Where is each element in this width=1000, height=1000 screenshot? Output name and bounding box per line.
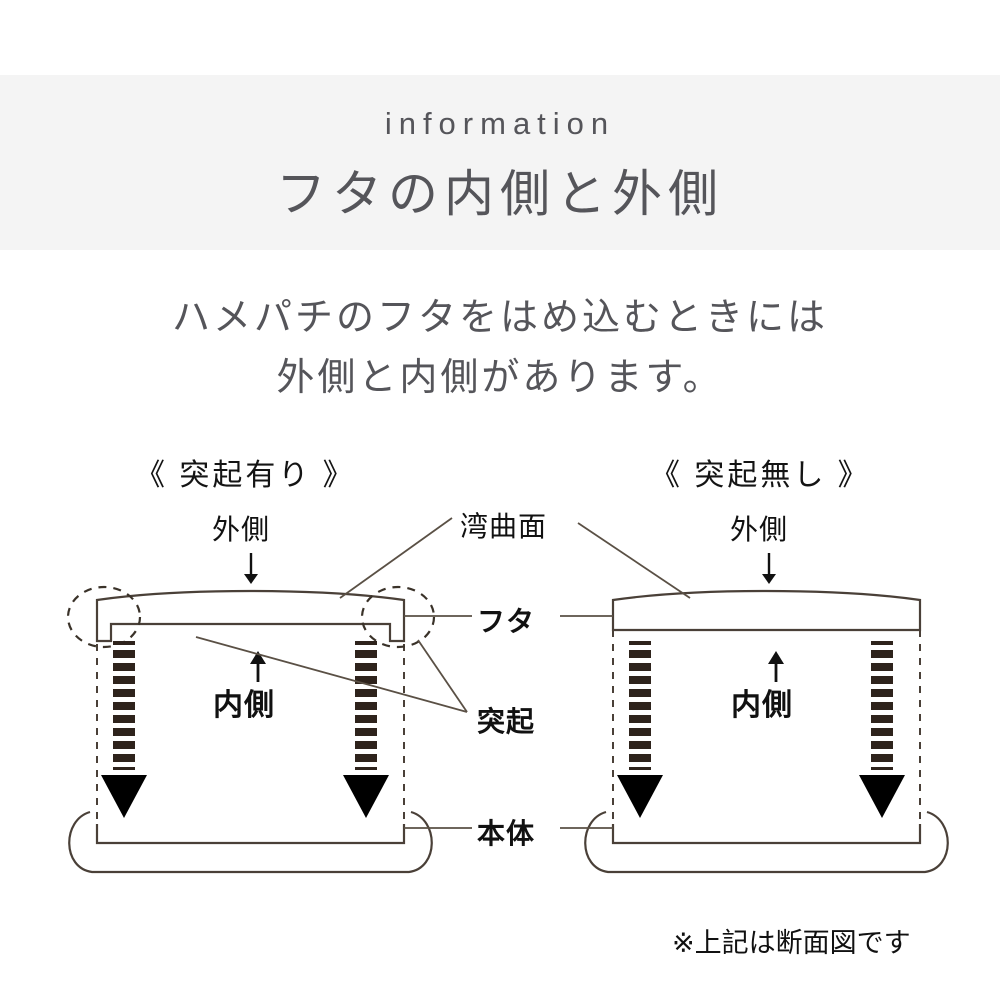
left-shaft-left [113,641,135,770]
right-lid-shape [611,589,922,632]
left-body-inner [95,824,406,845]
leader-protrusion-far [195,636,468,713]
left-outer-label: 外側 [212,514,271,545]
left-inner-label: 内側 [213,689,275,722]
subtitle-block: ハメパチのフタをはめ込むときには 外側と内側があります。 [0,288,1000,408]
right-shaft-left [629,641,651,770]
callout-lid: フタ [477,606,536,637]
leader-curved-right [577,522,691,599]
section-heading-with-protrusion: 《 突起有り 》 [135,459,356,492]
header-band [0,75,1000,250]
header-kicker: information [384,106,616,141]
left-protrusion-highlight-left [66,585,142,649]
footnote: ※上記は断面図です [672,928,911,958]
right-body-inner [611,824,922,845]
right-body-outer [584,810,949,874]
right-inner-arrow-icon [768,651,784,682]
left-arrowhead-right [343,775,389,818]
left-body-outer [68,810,433,874]
right-outer-arrow-icon [762,553,776,584]
left-lid-shape [95,589,406,643]
callout-curved-surface: 湾曲面 [460,511,548,542]
left-arrowhead-left [101,775,147,818]
callout-body: 本体 [477,818,536,849]
left-outer-arrow-icon [244,553,258,584]
leader-lines-group [195,517,691,829]
subtitle-line-1: ハメパチのフタをはめ込むときには [171,297,828,339]
right-shaft-right [871,641,893,770]
right-arrowhead-right [859,775,905,818]
left-diagram-group [66,553,436,874]
left-protrusion-highlight-right [360,585,436,649]
right-inner-label: 内側 [731,689,793,722]
right-diagram-group [584,553,949,874]
leader-protrusion-near [417,639,468,713]
callout-protrusion: 突起 [477,706,536,737]
left-shaft-right [355,641,377,770]
subtitle-line-2: 外側と内側があります。 [276,357,724,399]
left-inner-arrow-icon [250,651,266,682]
right-outer-label: 外側 [730,514,789,545]
page-title: フタの内側と外側 [276,166,724,222]
section-heading-without-protrusion: 《 突起無し 》 [650,459,871,492]
leader-curved-left [339,517,453,599]
right-arrowhead-left [617,775,663,818]
